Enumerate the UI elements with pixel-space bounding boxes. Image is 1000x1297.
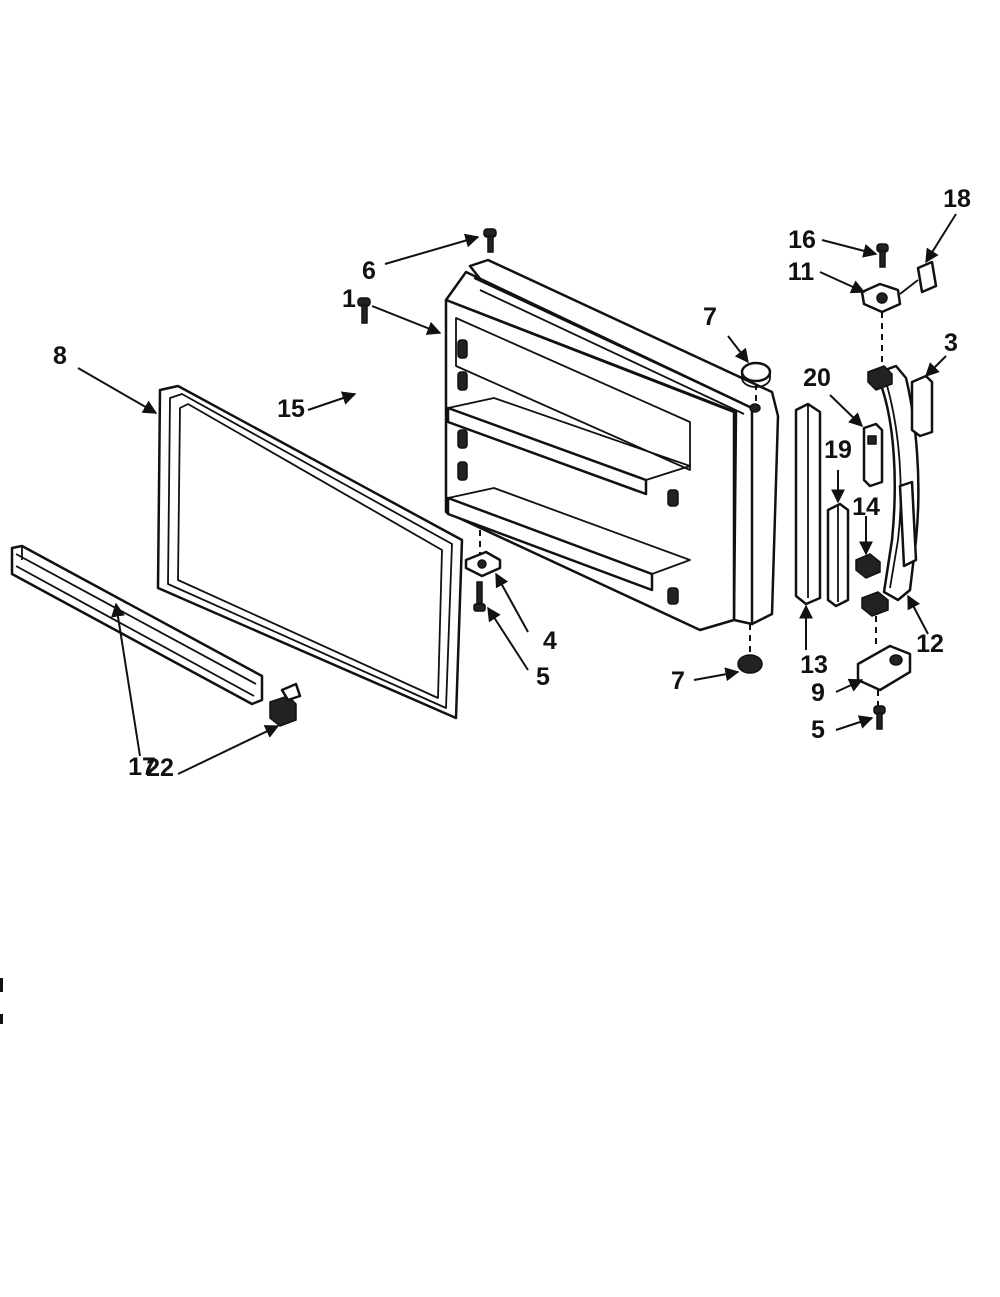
callout-3: 3 — [944, 329, 958, 357]
callout-13: 13 — [800, 651, 828, 679]
callout-5-left: 5 — [536, 663, 550, 691]
screw-part-5-right — [873, 705, 886, 730]
trim-piece-part-3 — [910, 374, 934, 438]
callout-17: 17 — [128, 753, 156, 781]
edge-marks — [0, 978, 3, 1024]
plug-part-7-bottom — [737, 624, 763, 674]
handle-insert-part-19 — [826, 502, 850, 608]
callout-18: 18 — [943, 185, 971, 213]
screw-part-16 — [876, 243, 889, 268]
hinge-bushing-part-4 — [464, 530, 502, 578]
callout-14: 14 — [852, 493, 880, 521]
door-gasket-part-8 — [156, 384, 464, 720]
hinge-pin-bottom — [861, 591, 889, 648]
screw-part-5-left — [473, 581, 486, 612]
leader-lines — [77, 213, 957, 775]
callout-15: 15 — [277, 395, 305, 423]
callout-7-bottom: 7 — [671, 667, 685, 695]
callout-20: 20 — [803, 364, 831, 392]
trim-strip-part-13 — [794, 402, 822, 606]
shelf-strip-part-17 — [10, 544, 264, 706]
hinge-part-11 — [860, 282, 902, 372]
callout-7-top: 7 — [703, 303, 717, 331]
callout-9: 9 — [811, 679, 825, 707]
screw-part-15 — [357, 297, 371, 324]
callout-19: 19 — [824, 436, 852, 464]
door-liner-part-1 — [444, 258, 780, 632]
screw-part-6 — [483, 228, 497, 253]
callout-labels: 1 3 4 5 5 6 7 7 8 9 11 12 13 14 15 16 17… — [53, 185, 971, 782]
callout-16: 16 — [788, 226, 816, 254]
end-clip-part-22 — [269, 682, 302, 727]
callout-22: 22 — [146, 754, 174, 782]
callout-5-right: 5 — [811, 716, 825, 744]
hinge-pin-top — [867, 365, 893, 391]
callout-11: 11 — [788, 258, 815, 286]
callout-1: 1 — [342, 285, 356, 313]
hinge-part-9 — [856, 644, 912, 706]
callout-4: 4 — [543, 627, 557, 655]
plug-part-7-top — [740, 361, 772, 402]
callout-12: 12 — [916, 630, 944, 658]
callout-8: 8 — [53, 342, 67, 370]
insert-part-20 — [862, 422, 884, 488]
door-handle-part-12 — [878, 364, 920, 602]
callout-6: 6 — [362, 257, 376, 285]
stop-part-14 — [855, 553, 881, 579]
hinge-cover-part-18 — [899, 260, 938, 295]
